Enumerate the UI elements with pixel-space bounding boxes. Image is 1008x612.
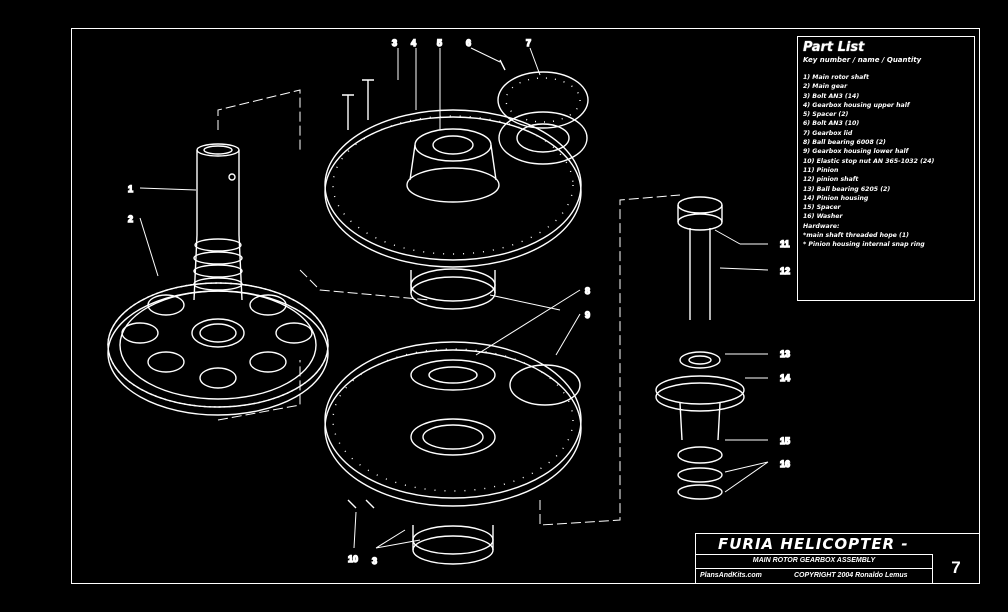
part-list-item: 10) Elastic stop nut AN 365-1032 (24) (803, 157, 935, 165)
part-list-item: 6) Bolt AN3 (10) (803, 120, 860, 128)
drawing-frame (71, 28, 980, 584)
callout-5: 5 (437, 38, 442, 48)
part-list-item: 1) Main rotor shaft (803, 74, 869, 81)
part-list-item: * Pinion housing internal snap ring (803, 241, 925, 249)
part-list-item: 11) Pinion (803, 166, 839, 174)
callout-8: 8 (585, 286, 590, 296)
part-list-subtitle: Key number / name / Quantity (803, 56, 922, 64)
gearbox-housing-lower (324, 341, 582, 565)
callout-2: 2 (128, 214, 133, 224)
callout-11: 11 (780, 239, 790, 249)
callout-3: 3 (392, 38, 397, 48)
callout-labels: 1 2 3 4 5 6 7 8 9 10 11 12 13 14 15 16 (127, 37, 790, 564)
part-list-item: 13) Ball bearing 6205 (2) (803, 185, 891, 193)
callout-9: 9 (585, 310, 590, 320)
callout-4: 4 (411, 38, 416, 48)
part-list-title: Part List (803, 40, 865, 55)
gearbox-lid (497, 71, 589, 165)
callout-3b: 3 (372, 556, 377, 566)
callout-14: 14 (780, 373, 790, 383)
callout-6: 6 (466, 38, 471, 48)
callout-12: 12 (780, 266, 790, 276)
bolts (342, 59, 506, 509)
drawing-title: FURIA HELICOPTER - (718, 535, 909, 553)
part-list-item: 9) Gearbox housing lower half (803, 148, 909, 156)
main-rotor-shaft (193, 143, 243, 301)
part-list-item: 12) pinion shaft (803, 176, 859, 184)
part-list-item: Hardware: (803, 222, 840, 230)
callout-7: 7 (526, 38, 531, 48)
part-list-item: 2) Main gear (803, 83, 848, 91)
callout-15: 15 (780, 436, 790, 446)
part-list-item: 4) Gearbox housing upper half (803, 101, 910, 109)
part-list-item: 8) Ball bearing 6008 (2) (803, 139, 886, 147)
part-list-item: 7) Gearbox lid (803, 129, 853, 137)
part-list: Part List Key number / name / Quantity 1… (797, 36, 975, 301)
pinion-assembly (655, 196, 745, 500)
callout-1: 1 (128, 184, 133, 194)
part-list-item: 5) Spacer (2) (803, 111, 849, 119)
drawing-subtitle: MAIN ROTOR GEARBOX ASSEMBLY (696, 554, 932, 569)
main-gear (107, 282, 329, 416)
page-number: 7 (951, 558, 961, 577)
callout-16: 16 (780, 459, 790, 469)
copyright-label: COPYRIGHT 2004 Ronaldo Lemus (794, 572, 908, 579)
part-list-item: 15) Spacer (803, 204, 841, 212)
part-list-item: 14) Pinion housing (803, 194, 869, 202)
part-list-item: *main shaft threaded hope (1) (803, 232, 909, 240)
website-label: PlansAndKits.com (700, 572, 762, 579)
gearbox-housing-upper (324, 109, 582, 310)
callout-10: 10 (348, 554, 358, 564)
part-list-item: 3) Bolt AN3 (14) (803, 92, 860, 100)
part-list-item: 16) Washer (803, 213, 843, 221)
title-block: FURIA HELICOPTER - MAIN ROTOR GEARBOX AS… (695, 533, 980, 584)
callout-13: 13 (780, 349, 790, 359)
leader-lines (139, 47, 769, 549)
